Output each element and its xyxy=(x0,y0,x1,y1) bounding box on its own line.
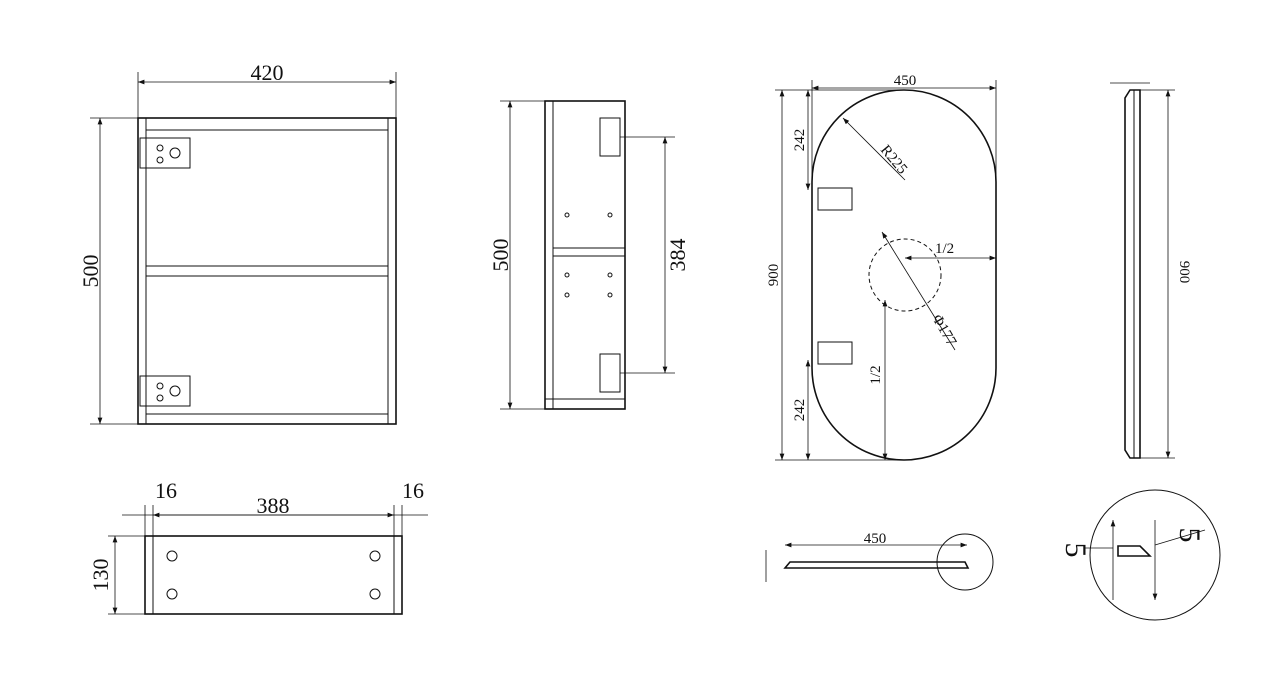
dim-detail-left: 5 xyxy=(1059,543,1092,558)
cabinet-top-view: 16 388 16 130 xyxy=(88,478,428,615)
cabinet-side-view: 500 384 xyxy=(488,100,690,410)
hinge-icon xyxy=(139,375,191,407)
dim-side-mirror-height: 900 xyxy=(1176,261,1192,284)
dim-hole-diameter: Φ177 xyxy=(929,312,960,349)
dim-half-width: 1/2 xyxy=(935,241,954,257)
dim-right-thickness: 16 xyxy=(402,478,424,503)
cabinet-front-view: 420 500 xyxy=(78,60,397,425)
mirror-front-view: 450 900 242 242 R225 1/2 Φ177 1/2 xyxy=(766,73,997,461)
dim-left-thickness: 16 xyxy=(155,478,177,503)
mirror-side-view: 900 xyxy=(1110,82,1192,459)
dim-detail-right: 5 xyxy=(1173,528,1206,543)
dim-side-height: 500 xyxy=(488,239,513,272)
dim-mirror-height: 900 xyxy=(766,264,782,287)
dim-inner-width: 388 xyxy=(257,493,290,518)
hinge-icon xyxy=(139,137,191,169)
dim-radius: R225 xyxy=(877,142,910,177)
mirror-plan-view: 450 xyxy=(765,531,994,591)
dim-half-height: 1/2 xyxy=(868,365,884,384)
dim-width: 420 xyxy=(251,60,284,85)
dim-hinge-spacing: 384 xyxy=(665,239,690,272)
dim-plan-width: 450 xyxy=(864,531,887,547)
hinge-icon xyxy=(817,341,853,365)
dim-depth: 130 xyxy=(88,559,113,592)
edge-detail-view: 5 5 xyxy=(1059,489,1221,621)
hinge-icon xyxy=(817,187,853,211)
dim-bottom-offset: 242 xyxy=(792,399,808,422)
hinge-icon xyxy=(599,353,621,393)
dim-mirror-width: 450 xyxy=(894,73,917,89)
dim-top-offset: 242 xyxy=(792,129,808,152)
hinge-icon xyxy=(599,117,621,157)
dim-height: 500 xyxy=(78,255,103,288)
